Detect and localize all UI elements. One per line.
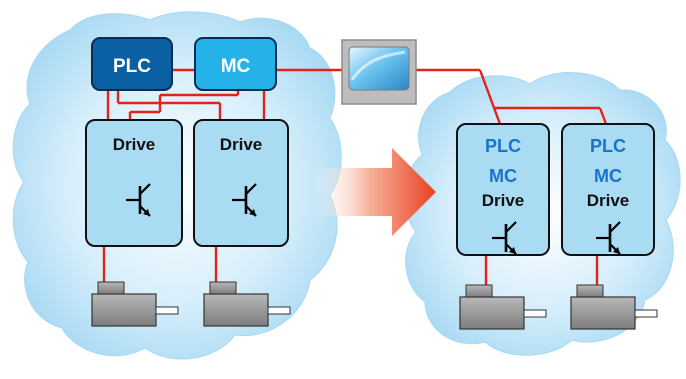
integrated-drive-box: PLC MC Drive <box>561 123 655 256</box>
integrated-plc-label: PLC <box>485 136 521 156</box>
integrated-plc-label: PLC <box>590 136 626 156</box>
integrated-drive-label: Drive <box>587 191 630 210</box>
drive-box: Drive <box>85 119 183 247</box>
integrated-mc-label: MC <box>489 166 517 186</box>
plc-box: PLC <box>91 37 173 91</box>
drive-label: Drive <box>220 135 263 154</box>
right-arrow-icon <box>312 148 436 236</box>
mc-label: MC <box>221 56 251 77</box>
hmi-screen-icon <box>341 39 417 105</box>
mc-box: MC <box>194 37 277 91</box>
hmi-links <box>276 68 608 287</box>
drive-label: Drive <box>113 135 156 154</box>
left-network-links <box>102 68 266 282</box>
integrated-drive-label: Drive <box>482 191 525 210</box>
integrated-drive-box: PLC MC Drive <box>456 123 550 256</box>
integrated-mc-label: MC <box>594 166 622 186</box>
plc-label: PLC <box>113 56 151 77</box>
drive-box: Drive <box>193 119 289 247</box>
